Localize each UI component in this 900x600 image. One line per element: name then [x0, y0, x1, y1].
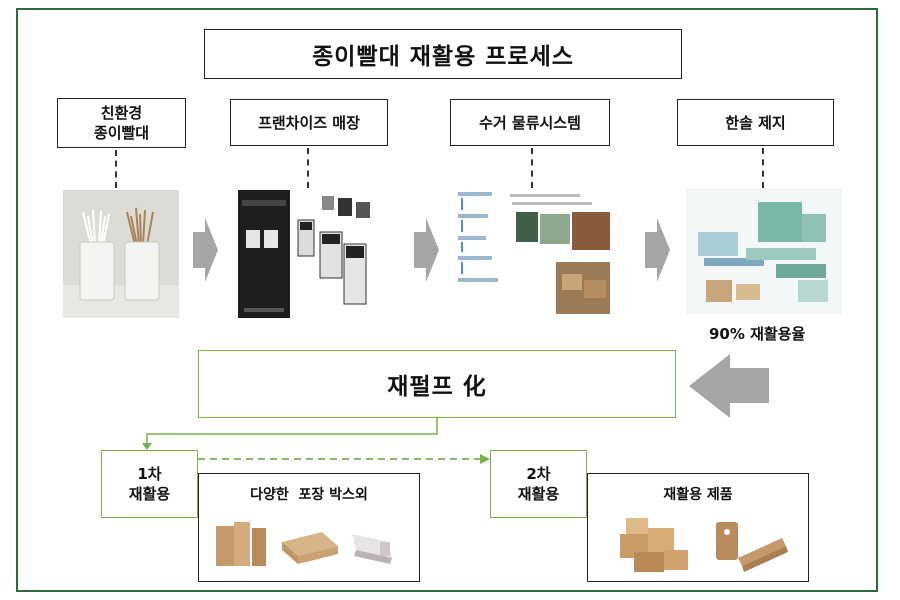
green-connector-line [146, 418, 438, 444]
dashed-connector [115, 150, 117, 188]
right-arrow-icon [414, 218, 439, 282]
recycled-products-photo [606, 512, 796, 574]
packaging-boxes-photo [212, 512, 408, 574]
repulp-box: 재펄프 化 [198, 350, 676, 418]
outer-frame [16, 8, 878, 592]
right-arrow-icon [645, 218, 670, 282]
green-arrowhead-icon [480, 454, 490, 464]
dashed-connector [762, 148, 764, 188]
step-label: 한솔 제지 [725, 113, 786, 132]
second-products-box: 재활용 제품 [587, 473, 809, 582]
title-box: 종이빨대 재활용 프로세스 [204, 29, 682, 79]
step-label: 수거 물류시스템 [479, 113, 581, 132]
recycle-rate-label: 90% 재활용율 [709, 325, 806, 343]
step-label: 친환경 종이빨대 [93, 104, 150, 142]
first-recycle-label: 1차 재활용 [128, 465, 171, 503]
straw-crusher-photo [238, 190, 378, 318]
page-title: 종이빨대 재활용 프로세스 [312, 44, 574, 70]
step-box-hansol: 한솔 제지 [677, 99, 834, 146]
right-arrow-icon [193, 218, 218, 282]
step-box-paper-straw: 친환경 종이빨대 [57, 98, 186, 148]
left-arrow-icon [689, 354, 769, 418]
green-arrowhead-icon [142, 443, 152, 450]
repulp-label: 재펄프 化 [387, 374, 487, 400]
step-box-logistics: 수거 물류시스템 [450, 99, 610, 146]
first-products-label: 다양한 포장 박스외 [250, 487, 368, 503]
dashed-connector [531, 148, 533, 188]
dashed-connector [307, 148, 309, 188]
hansol-factory-photo [686, 188, 842, 314]
step-label: 프랜차이즈 매장 [258, 113, 360, 132]
first-recycle-box: 1차 재활용 [101, 450, 198, 518]
paper-straw-photo [63, 190, 179, 318]
second-products-label: 재활용 제품 [663, 487, 733, 503]
second-recycle-box: 2차 재활용 [490, 450, 587, 518]
logistics-system-photo [452, 190, 614, 318]
step-box-franchise: 프랜차이즈 매장 [230, 99, 388, 146]
second-recycle-label: 2차 재활용 [517, 465, 560, 503]
